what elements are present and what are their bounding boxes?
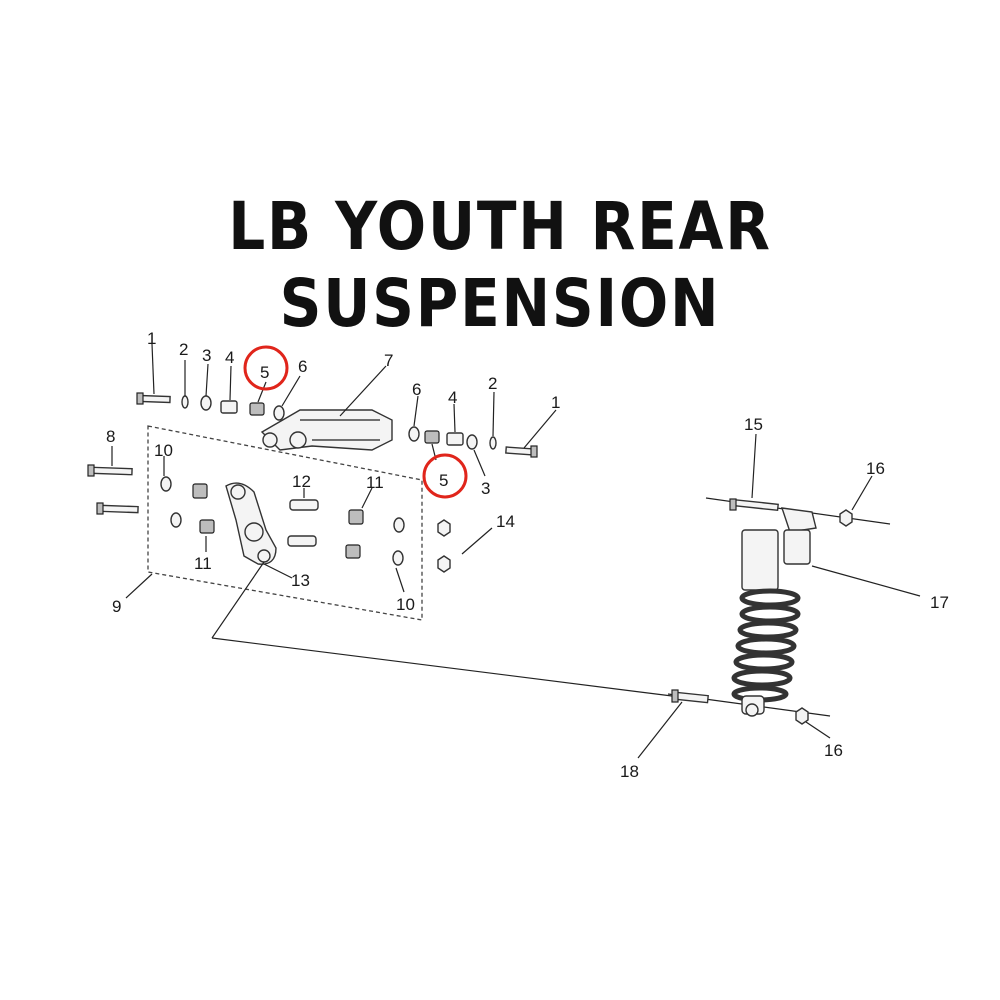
callout-label: 10 — [396, 595, 415, 614]
callout-label: 16 — [866, 459, 885, 478]
bushing-12-a — [289, 499, 319, 511]
rocker-arm-13 — [225, 482, 277, 565]
washer-2-right — [489, 436, 497, 450]
callout-label: 12 — [292, 472, 311, 491]
callout-label: 6 — [298, 357, 307, 376]
washer-10-c — [393, 517, 405, 533]
callout-label: 5 — [439, 471, 448, 490]
callout-label: 1 — [551, 393, 560, 412]
callout-label: 7 — [384, 351, 393, 370]
bearing-11-c — [348, 509, 364, 525]
bolt-18 — [671, 689, 709, 704]
callout-label: 2 — [488, 374, 497, 393]
highlight-circle-left — [243, 345, 289, 391]
callout-label: 4 — [448, 388, 457, 407]
callout-label: 11 — [366, 473, 384, 492]
bearing-11-b — [199, 519, 215, 534]
rocker-to-shock-line — [211, 561, 265, 639]
nut-14-lower — [437, 555, 451, 573]
nut-16-lower — [795, 707, 809, 725]
washer-6-left — [273, 405, 285, 421]
leader-lines — [111, 343, 921, 759]
highlight-circle-right — [422, 453, 468, 499]
bushing-12-b — [287, 535, 317, 547]
bolt-1-right — [505, 445, 538, 458]
linkage-panel — [147, 425, 423, 621]
callout-label: 2 — [179, 340, 188, 359]
washer-6-right — [408, 426, 420, 442]
callout-label: 9 — [112, 597, 121, 616]
callout-label: 4 — [225, 348, 234, 367]
bearing-11-a — [192, 483, 208, 499]
callout-label: 8 — [106, 427, 115, 446]
callout-label: 3 — [481, 479, 490, 498]
spacer-4-right — [446, 432, 464, 446]
washer-10-d — [392, 550, 404, 566]
page-title: LB YOUTH REAR SUSPENSION — [228, 188, 772, 342]
nut-16-upper — [839, 509, 853, 527]
callout-label: 5 — [260, 363, 269, 382]
callout-label: 10 — [154, 441, 173, 460]
shock-absorber-17 — [667, 497, 891, 717]
bearing-5-right — [424, 430, 440, 444]
callout-label: 17 — [930, 593, 949, 612]
washer-3-right — [466, 434, 478, 450]
callout-label: 18 — [620, 762, 639, 781]
callout-labels: 1 2 3 4 5 6 7 6 4 2 1 5 3 8 10 12 11 11 … — [106, 329, 949, 781]
washer-10-a — [160, 476, 172, 492]
callout-label: 1 — [147, 329, 156, 348]
callout-label: 6 — [412, 380, 421, 399]
bolt-8-upper — [87, 464, 133, 477]
bearing-11-d — [345, 544, 361, 559]
callout-label: 14 — [496, 512, 515, 531]
bearing-5-left — [249, 402, 265, 416]
callout-label: 15 — [744, 415, 763, 434]
swing-link-7 — [260, 409, 393, 451]
bolt-1-left — [136, 392, 171, 405]
callout-label: 16 — [824, 741, 843, 760]
washer-10-b — [170, 512, 182, 528]
bolt-15 — [729, 498, 779, 512]
nut-14-upper — [437, 519, 451, 537]
washer-3-left — [200, 395, 212, 411]
callout-label: 13 — [291, 571, 310, 590]
callout-label: 3 — [202, 346, 211, 365]
spacer-4-left — [220, 400, 238, 414]
bolt-8-lower — [96, 502, 139, 515]
callout-label: 11 — [194, 554, 212, 573]
washer-2-left — [181, 395, 189, 409]
